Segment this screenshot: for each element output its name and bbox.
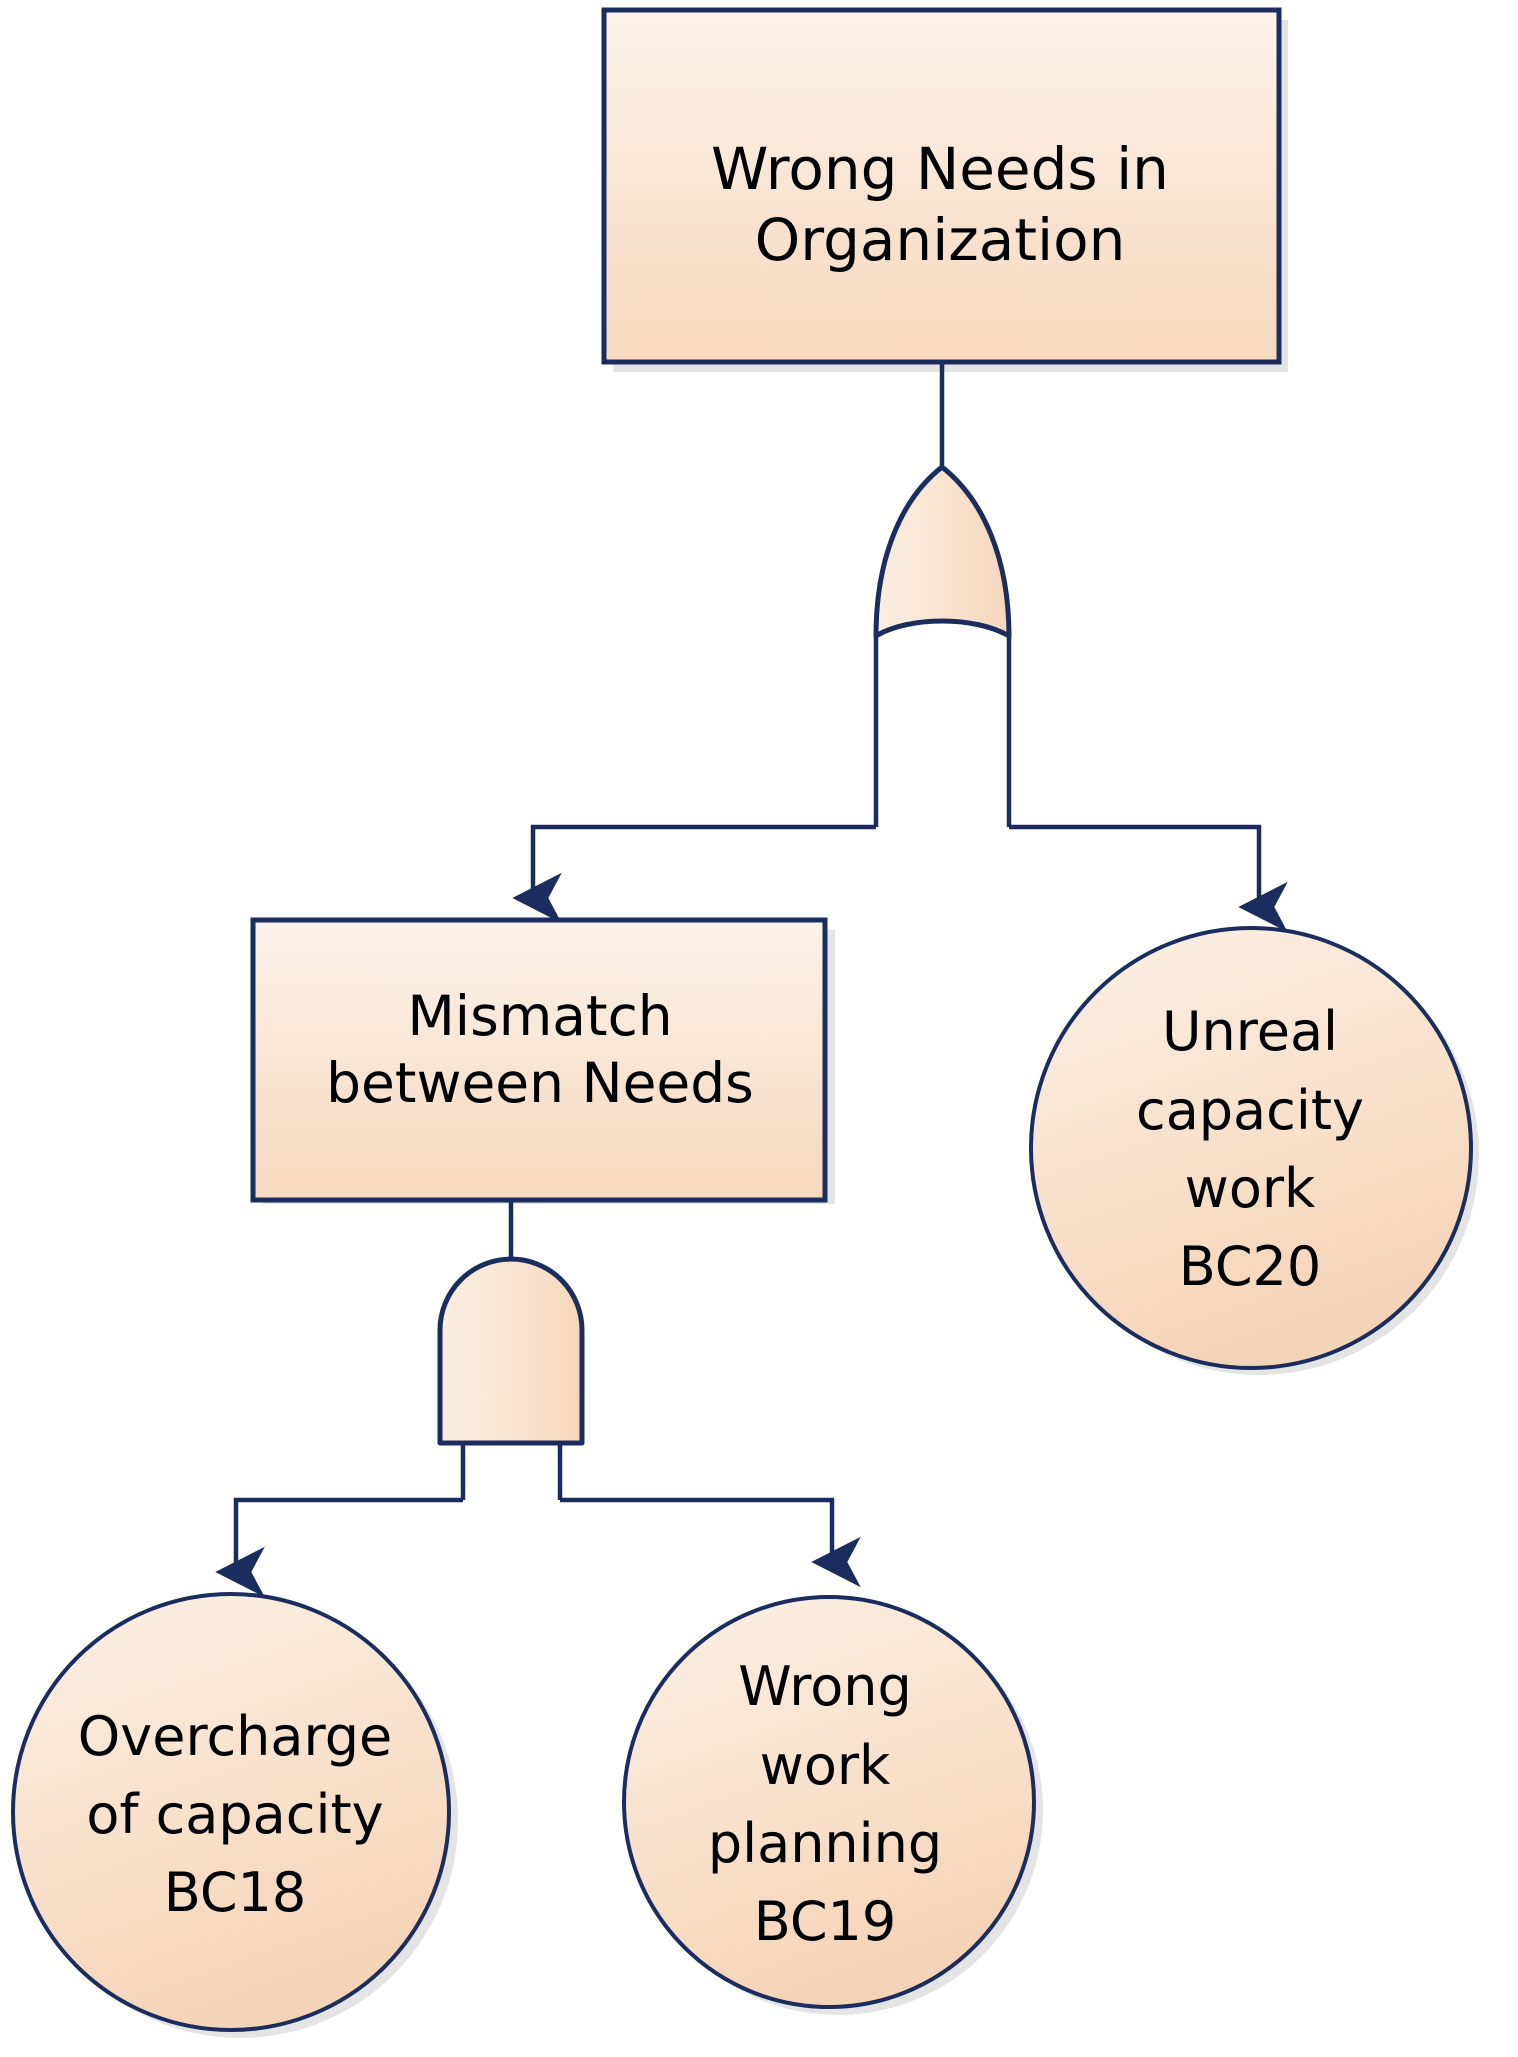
node-mismatch (250, 917, 828, 1203)
edge-and-to-bc19 (560, 1497, 861, 1588)
edge-or-to-bc20 (1009, 824, 1288, 933)
edge-or-to-mismatch (512, 824, 876, 924)
edge-and-to-bc18 (215, 1497, 463, 1598)
node-bc19 (622, 1595, 1036, 2009)
node-bc20 (1029, 926, 1473, 1370)
node-or-gate (873, 464, 1012, 639)
node-and-gate (437, 1256, 585, 1446)
node-top-event (601, 7, 1282, 365)
node-bc18 (11, 1592, 451, 2032)
